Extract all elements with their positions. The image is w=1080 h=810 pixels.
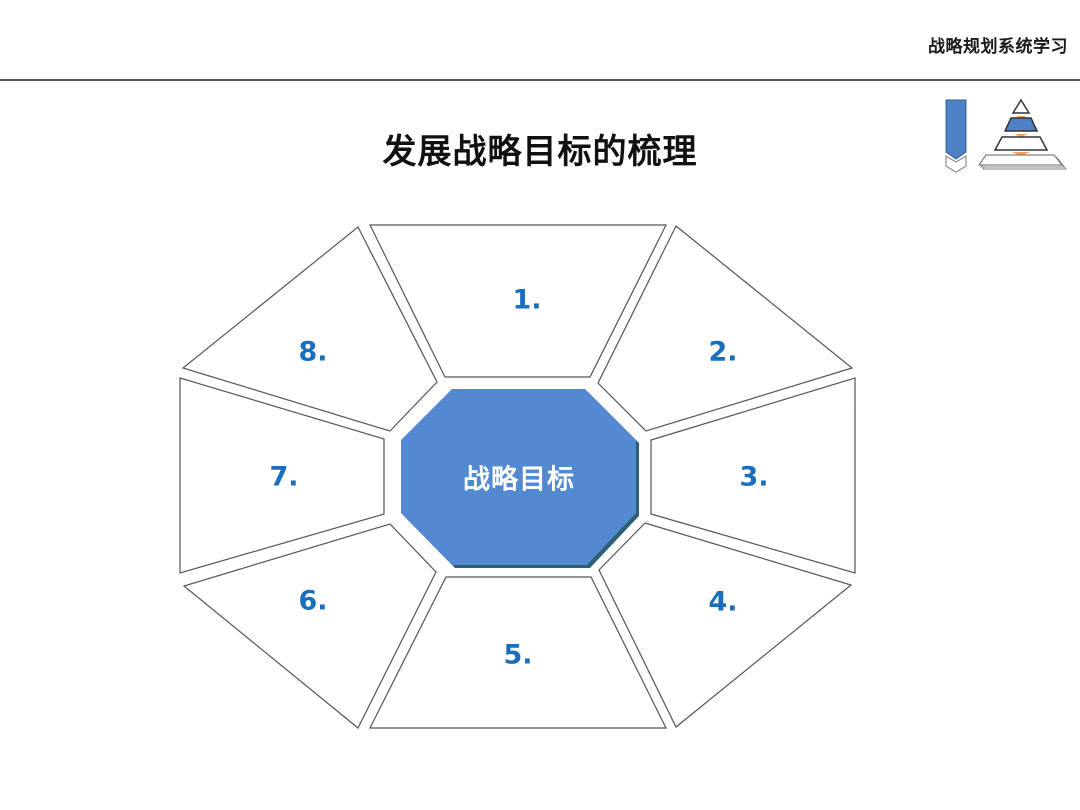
segment-5[interactable] (369, 576, 667, 729)
header-divider (0, 79, 1080, 81)
segment-5-label: 5. (503, 639, 533, 671)
slide-title: 发展战略目标的梳理 (382, 132, 698, 172)
segment-1[interactable] (369, 224, 667, 378)
segment-8-label: 8. (298, 336, 328, 368)
segment-2-label: 2. (708, 336, 738, 368)
center-label: 战略目标 (463, 464, 575, 496)
segment-6-label: 6. (298, 585, 328, 617)
segment-3-label: 3. (739, 461, 769, 493)
segment-1-label: 1. (512, 284, 542, 316)
segment-3[interactable] (650, 377, 856, 574)
segment-2[interactable] (597, 225, 854, 432)
course-title: 战略规划系统学习 (928, 37, 1068, 57)
segment-8[interactable] (181, 226, 438, 432)
pyramid-strategy-icon (945, 98, 1068, 173)
segment-6[interactable] (182, 523, 437, 729)
segment-7[interactable] (179, 377, 385, 574)
center-octagon[interactable] (401, 389, 636, 565)
segment-4[interactable] (598, 522, 853, 728)
segment-7-label: 7. (269, 461, 299, 493)
segment-4-label: 4. (708, 586, 738, 618)
